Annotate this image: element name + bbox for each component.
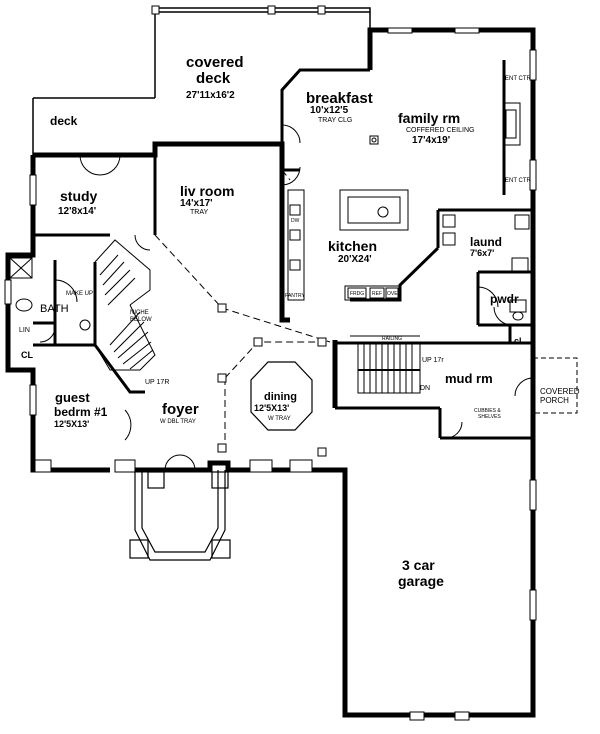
- kitchen-dims: 20'X24': [338, 254, 372, 265]
- deck-label: deck: [50, 114, 78, 128]
- covered-deck-label-2: deck: [196, 70, 231, 87]
- family-room-note: COFFERED CEILING: [406, 127, 474, 134]
- up-17r-foyer: UP 17R: [145, 379, 169, 386]
- bath-label: BATH: [40, 303, 69, 315]
- study-label: study: [60, 188, 98, 204]
- entry-portico: [129, 470, 231, 561]
- bath-fixtures: [9, 257, 527, 331]
- study-dims: 12'8x14': [58, 206, 96, 217]
- covered-porch-label-2: PORCH: [540, 396, 569, 405]
- mudroom-staircase: [350, 335, 421, 394]
- columns: [217, 303, 327, 457]
- deck-outline: [32, 7, 371, 155]
- make-up-label: MAKE UP: [66, 291, 93, 297]
- bath-closet-label: CL: [21, 350, 33, 360]
- up-17r-mud: UP 17r: [422, 357, 444, 364]
- family-room-dims: 17'4x19': [412, 135, 450, 146]
- windows: [4, 5, 537, 721]
- covered-deck-label: covered: [186, 54, 244, 71]
- laundry-label: laund: [470, 235, 502, 249]
- covered-porch-label: COVERED: [540, 387, 580, 396]
- main-staircase: [94, 239, 156, 371]
- fireplace: [503, 102, 521, 146]
- linen-label: LIN: [19, 327, 30, 334]
- living-room-dims: 14'x17': [180, 198, 213, 209]
- kitchen-fixtures: [287, 135, 530, 301]
- ent-ctr-upper: ENT CTR: [505, 76, 532, 82]
- garage-label-2: garage: [398, 573, 444, 589]
- kitchen-label: kitchen: [328, 238, 377, 254]
- cubbies-label: CUBBIES &: [474, 408, 501, 414]
- covered-deck-dims: 27'11x16'2: [186, 90, 235, 101]
- below-label: BELOW: [130, 317, 152, 323]
- frdg-label: FRDG: [350, 291, 364, 297]
- powder-closet-label: cl: [514, 336, 522, 346]
- breakfast-note: TRAY CLG: [318, 117, 352, 124]
- family-room-label: family rm: [398, 110, 460, 126]
- dn-label: DN: [420, 385, 430, 392]
- exterior-walls: [5, 27, 536, 718]
- mud-room-label: mud rm: [445, 371, 493, 386]
- niche-label: NICHE: [130, 310, 149, 316]
- guest-bedroom-dims: 12'5X13': [54, 419, 89, 429]
- breakfast-dims: 10'x12'5: [310, 105, 349, 116]
- laundry-dims: 7'6x7': [470, 248, 494, 258]
- dining-note: W TRAY: [268, 416, 291, 422]
- pantry-label: PANTRY: [285, 293, 305, 299]
- dining-dims: 12'5X13': [254, 403, 289, 413]
- doors: [39, 124, 534, 471]
- garage-label: 3 car: [402, 557, 435, 573]
- ent-ctr-lower: ENT CTR: [505, 178, 532, 184]
- living-room-label: liv room: [180, 183, 234, 199]
- powder-room-label: pwdr: [490, 292, 519, 306]
- breakfast-label: breakfast: [306, 90, 373, 107]
- dw-label: DW: [291, 218, 300, 224]
- railing-label: RAILING: [382, 336, 402, 342]
- ref-label: REF: [372, 291, 382, 297]
- guest-bedroom-label: guest: [55, 390, 90, 405]
- foyer-label: foyer: [162, 401, 199, 418]
- shelves-label: SHELVES: [478, 414, 501, 420]
- guest-bedroom-label-2: bedrm #1: [54, 405, 108, 419]
- oven-label: OVEN: [387, 291, 402, 297]
- living-room-note: TRAY: [190, 209, 208, 216]
- dining-tray-octagon: [250, 361, 313, 431]
- foyer-note: W DBL TRAY: [160, 419, 196, 425]
- dining-label: dining: [264, 391, 297, 403]
- covered-porch-outline: [532, 357, 578, 414]
